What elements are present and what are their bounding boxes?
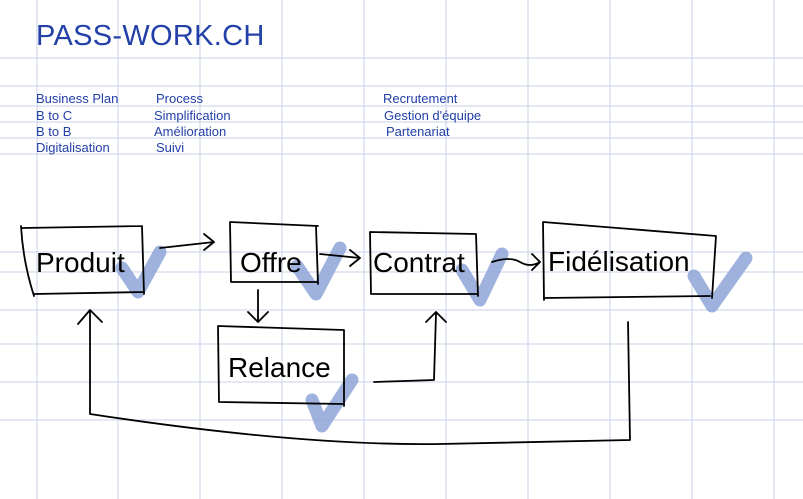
check-icon: [687, 251, 753, 313]
list-item: Business Plan: [36, 91, 119, 106]
list-item: Process: [156, 91, 203, 106]
list-item: Amélioration: [154, 124, 227, 139]
node-relance: Relance: [228, 352, 331, 383]
check-icon: [115, 245, 167, 299]
offre-box: [229, 221, 319, 285]
node-offre: Offre: [240, 247, 302, 278]
arrow-offre-relance: [247, 289, 269, 323]
check-icon: [455, 247, 509, 307]
node-fidelisation: Fidélisation: [548, 246, 690, 277]
page-title: PASS-WORK.CH: [36, 20, 265, 52]
arrow-produit-offre: [159, 233, 215, 251]
arrow-contrat-fidelisation: [491, 253, 541, 271]
list-item: Partenariat: [386, 124, 450, 139]
list-item: Gestion d'équipe: [384, 108, 482, 123]
list-item: B to C: [36, 108, 73, 123]
list-item: Digitalisation: [36, 140, 110, 155]
node-produit: Produit: [36, 247, 125, 278]
produit-box: [20, 225, 145, 297]
list-item: Simplification: [154, 108, 231, 123]
fidelisation-box: [542, 221, 717, 301]
contrat-box: [369, 231, 479, 297]
node-contrat: Contrat: [373, 247, 465, 278]
check-icon: [305, 373, 359, 433]
check-icon: [290, 241, 347, 301]
arrow-feedback-loop: [77, 309, 631, 446]
arrow-offre-contrat: [319, 249, 361, 267]
relance-box: [217, 325, 345, 407]
list-item: Suivi: [156, 140, 185, 155]
list-item: B to B: [36, 124, 72, 139]
list-item: Recrutement: [383, 91, 458, 106]
arrow-relance-contrat: [373, 311, 447, 383]
